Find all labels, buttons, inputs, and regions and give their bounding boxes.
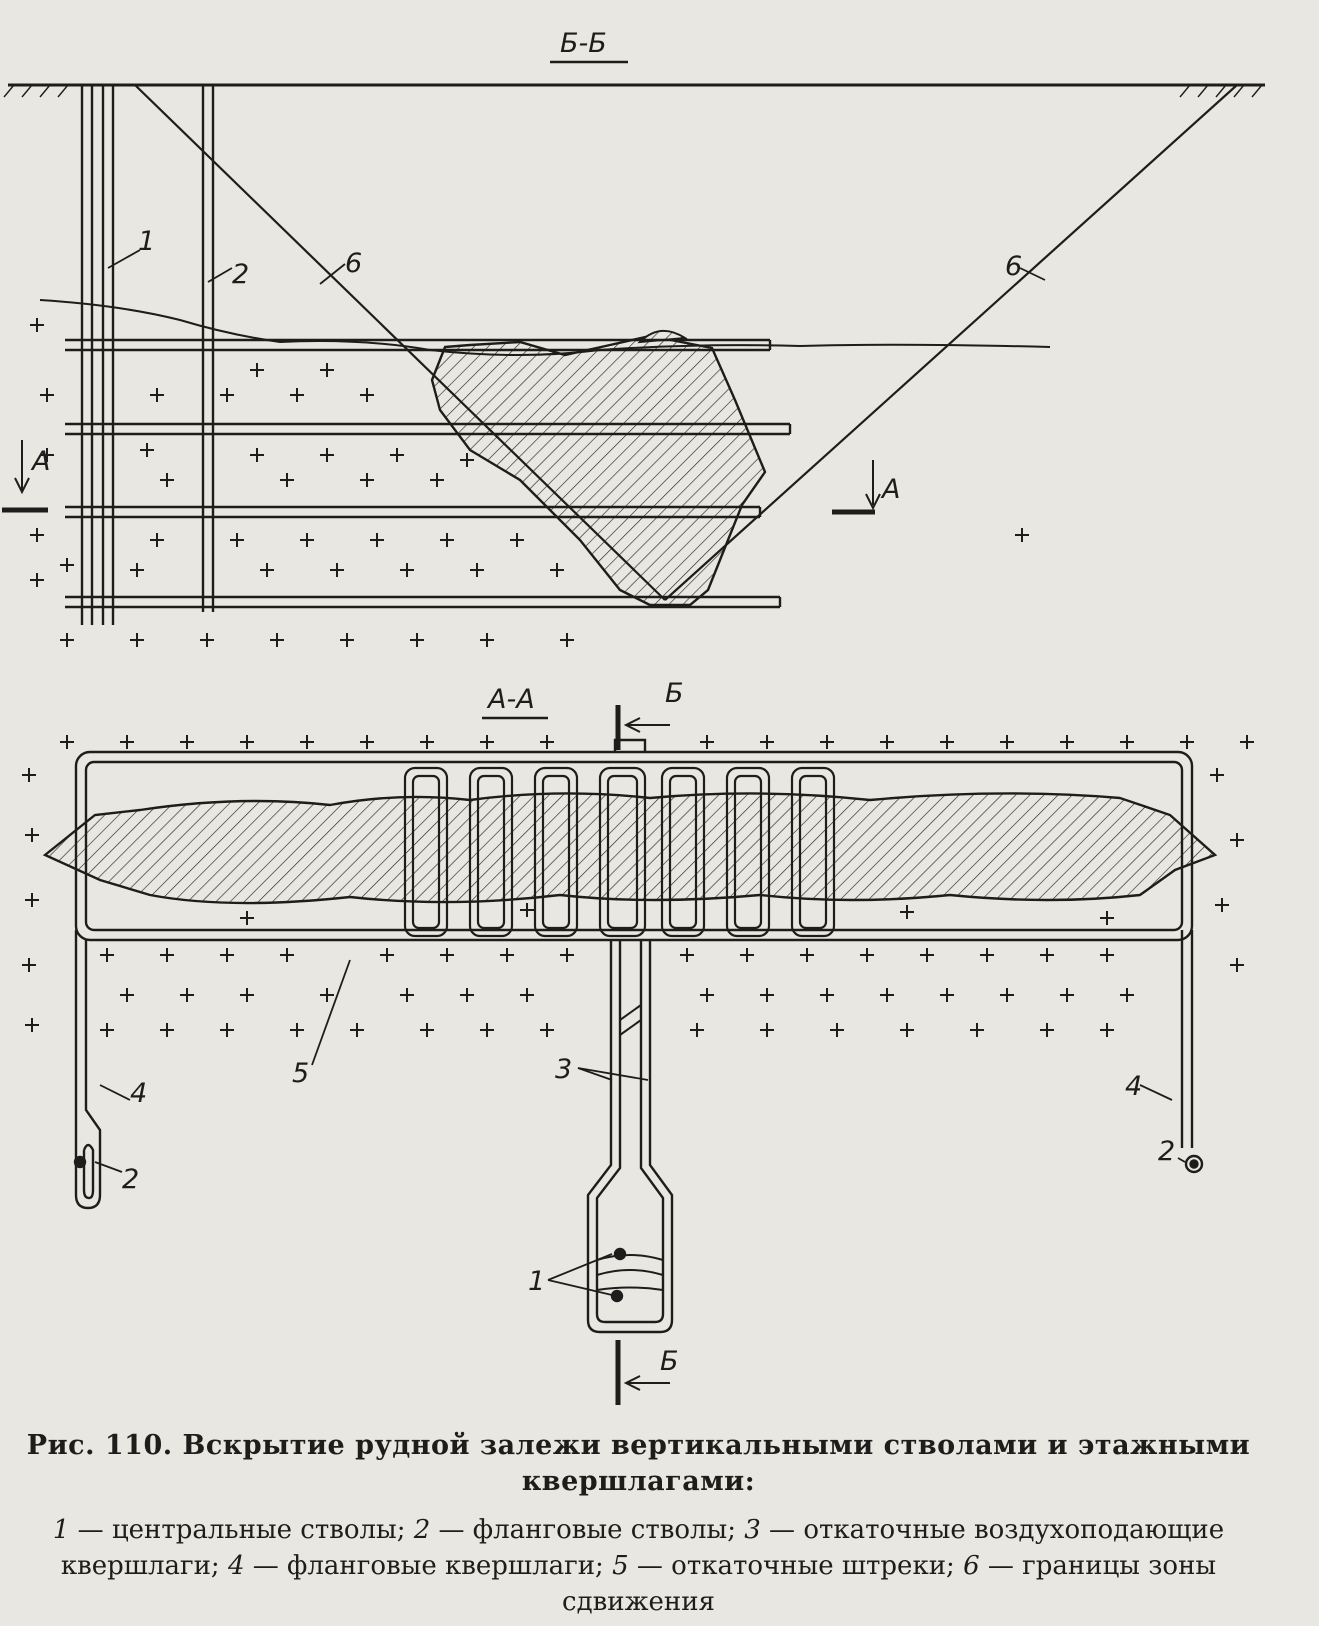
figure-caption-legend: 1 — центральные стволы; 2 — фланговые ст… [0,1512,1319,1620]
label-6-right: 6 [1005,251,1022,282]
section-a-letter-left: А [30,446,50,477]
flank-shaft-section [201,85,215,612]
legend-item-5: 5 — откаточные штреки; [612,1551,963,1581]
displacement-boundary-right [664,84,1238,601]
surface-hatching [3,84,1263,98]
section-b-letter-top: Б [665,678,684,709]
mine-opening-diagram: Б-Б [2,28,1265,1405]
flank-shaft-right-core [1189,1159,1199,1169]
legend-item-3: 3 — откаточные воздухоподающие квершлаги… [61,1515,1224,1581]
central-shaft-section [80,85,115,625]
label-1-section: 1 [138,226,155,257]
label-4-left: 4 [130,1078,147,1109]
terrain-line [39,299,1051,356]
ore-body-plan [42,792,1218,905]
label-2-left: 2 [122,1164,139,1195]
section-a-marker-left: А [2,440,50,513]
legend-text-3: — откаточные воздухоподающие квершлаги; [60,1515,1225,1581]
section-b-b-title: Б-Б [560,28,607,59]
legend-text-5: — откаточные штреки; [628,1551,964,1581]
legend-num-5: 5 [612,1551,629,1581]
section-b-arrowhead-bottom [623,1375,641,1391]
label-1-plan: 1 [528,1266,545,1297]
section-b-b: Б-Б [2,28,1265,647]
legend-num-3: 3 [744,1515,761,1545]
section-b-arrowhead-top [623,717,641,733]
flank-crosscut-left [74,930,102,1210]
label-6-left: 6 [345,248,362,279]
legend-text-4: — фланговые квершлаги; [244,1551,613,1581]
flank-shaft-left [73,1155,87,1169]
haulage-drift-ring [74,750,1194,942]
section-a-letter-right: А [880,474,900,505]
displacement-boundary-left [134,84,666,601]
ore-body-section [430,334,767,607]
flank-crosscut-right [1180,930,1194,1148]
figure-caption-title: Рис. 110. Вскрытие рудной залежи вертика… [26,1430,1251,1497]
legend-num-6: 6 [963,1551,980,1581]
label-2-section: 2 [232,259,249,290]
label-4-right: 4 [1125,1071,1142,1102]
central-shaft-a [613,1247,627,1261]
central-shaft-b [610,1289,624,1303]
legend-text-2: — фланговые стволы; [430,1515,745,1545]
plan-a-a: А-А Б Б [22,678,1254,1405]
rock-crosses-section [30,318,1029,647]
ore-access-loops [403,766,836,938]
legend-text-6: — границы зоны сдвижения [562,1551,1217,1617]
section-leaders [107,249,1046,285]
legend-num-1: 1 [52,1515,70,1545]
legend-text-1: — центральные стволы; [69,1515,414,1545]
plan-a-a-title: А-А [486,684,535,715]
legend-item-4: 4 — фланговые квершлаги; [228,1551,612,1581]
section-a-marker-right: А [832,460,900,515]
label-2-right: 2 [1158,1136,1175,1167]
flank-shaft-right [1184,1154,1204,1174]
legend-item-2: 2 — фланговые стволы; [414,1515,745,1545]
legend-num-2: 2 [413,1515,431,1545]
legend-item-6: 6 — границы зоны сдвижения [562,1551,1216,1617]
label-3-crosscuts: 3 [555,1054,572,1085]
legend-item-1: 1 — центральные стволы; [53,1515,414,1545]
section-b-letter-bottom: Б [660,1346,679,1377]
label-5-drift: 5 [292,1058,309,1089]
plan-leaders [94,959,1186,1296]
legend-num-4: 4 [227,1551,245,1581]
rock-crosses-plan [22,735,1254,1037]
